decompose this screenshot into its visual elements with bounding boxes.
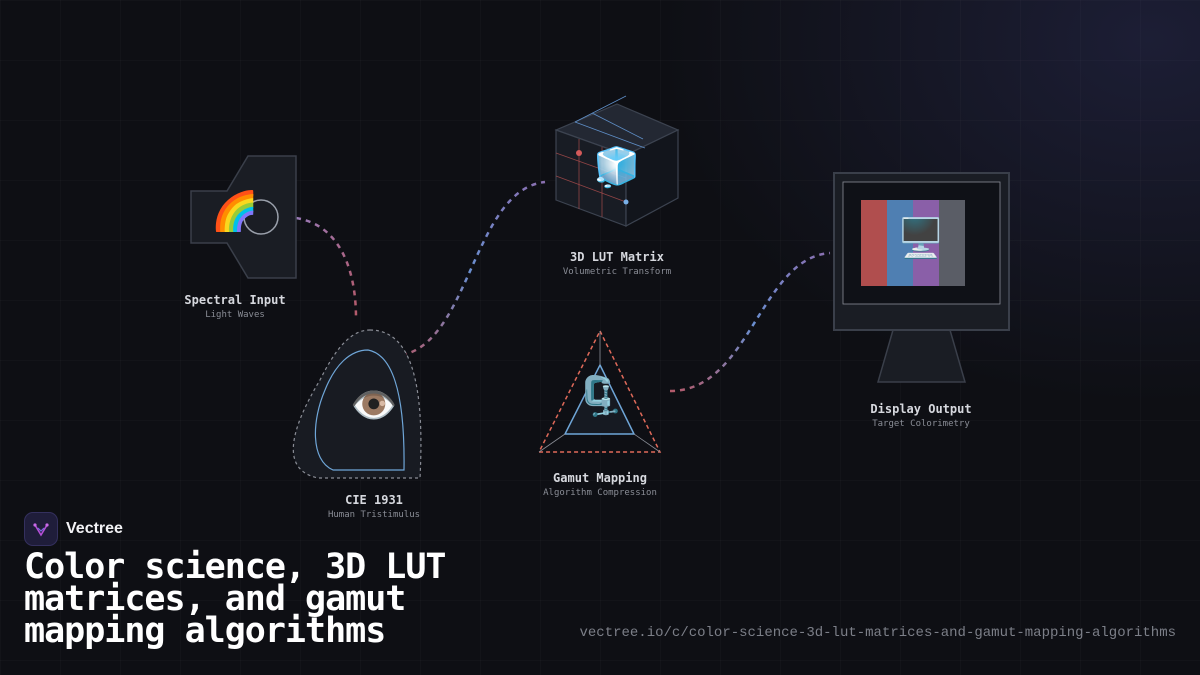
eye-icon: 👁️	[350, 383, 398, 427]
gamut-mapping-label: Gamut Mapping Algorithm Compression	[543, 471, 657, 498]
cie-1931-label: CIE 1931 Human Tristimulus	[328, 493, 420, 520]
cie-1931-node	[292, 329, 422, 479]
lut-cube-node	[554, 95, 680, 228]
brand: Vectree	[24, 512, 123, 546]
desktop-computer-icon: 🖥️	[897, 216, 945, 260]
ice-cube-icon: 🧊	[593, 145, 641, 189]
node-subtitle: Human Tristimulus	[327, 510, 421, 520]
display-output-node	[833, 172, 1010, 383]
node-subtitle: Algorithm Compression	[543, 488, 657, 498]
page-title: Color science, 3D LUT matrices, and gamu…	[24, 547, 447, 651]
node-title: Spectral Input	[184, 293, 286, 307]
node-title: CIE 1931	[345, 493, 403, 507]
vectree-logo-icon	[24, 512, 58, 546]
color-stripe-gray	[939, 200, 965, 286]
connector-gamut-to-display	[669, 251, 831, 393]
color-stripe-red	[861, 200, 887, 286]
clamp-icon: 🗜️	[576, 374, 624, 418]
node-title: Display Output	[870, 402, 972, 416]
color-stripe-blue	[887, 200, 913, 286]
spectral-input-label: Spectral Input Light Waves	[184, 293, 285, 320]
spectral-input-node	[190, 155, 297, 279]
connector-spectral-to-cie	[295, 216, 358, 319]
display-output-label: Display Output Target Colorimetry	[870, 402, 971, 429]
node-subtitle: Volumetric Transform	[562, 267, 672, 277]
connector-cie-to-lut	[391, 180, 546, 358]
node-title: 3D LUT Matrix	[570, 250, 664, 264]
page-url[interactable]: vectree.io/c/color-science-3d-lut-matric…	[579, 625, 1177, 641]
color-stripe-purple	[913, 200, 939, 286]
lut-matrix-label: 3D LUT Matrix Volumetric Transform	[563, 250, 671, 277]
node-subtitle: Light Waves	[205, 310, 265, 320]
brand-name: Vectree	[66, 520, 123, 537]
node-title: Gamut Mapping	[553, 471, 647, 485]
rainbow-icon: 🌈	[211, 189, 259, 233]
node-subtitle: Target Colorimetry	[872, 419, 970, 429]
gamut-mapping-node	[537, 329, 662, 453]
